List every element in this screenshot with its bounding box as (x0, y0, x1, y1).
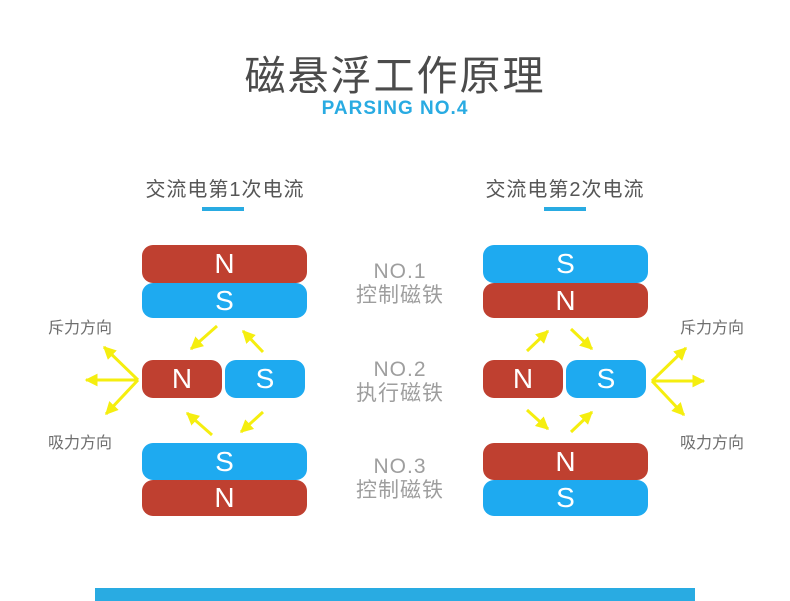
magnet-right-no3-upper: N (483, 443, 648, 480)
magnet-left-no1-lower: S (142, 283, 307, 318)
left-force-fan-arrows (84, 345, 140, 416)
arrow-left-fan-upleft (102, 345, 140, 382)
magnet-left-no2-right: S (225, 360, 305, 398)
arrow-right-upper-down (569, 327, 594, 351)
column-heading-second-current: 交流电第2次电流 (485, 179, 645, 201)
arrow-right-lower-up (569, 410, 594, 434)
arrow-left-upper-up (241, 329, 265, 354)
heading-underline-left (202, 207, 244, 211)
magnet-right-no3-lower: S (483, 480, 648, 516)
page-subtitle: PARSING NO.4 (321, 98, 469, 119)
bottom-divider-bar (95, 588, 695, 601)
arrow-left-lower-up (186, 411, 213, 437)
label-no3-name: 控制磁铁 (356, 479, 444, 502)
magnet-left-no2-left: N (142, 360, 222, 398)
arrow-left-upper-down (190, 324, 218, 351)
magnet-left-no1-upper: N (142, 245, 307, 283)
left-upper-gap-arrows (190, 324, 265, 354)
magnet-right-no1-upper: S (483, 245, 648, 283)
arrow-right-fan-upright (650, 346, 688, 383)
label-no2-name: 执行磁铁 (356, 382, 444, 405)
label-no1-control-magnet: NO.1 控制磁铁 (330, 260, 470, 308)
magnet-right-no1-lower: N (483, 283, 648, 318)
arrow-left-lower-down (239, 410, 265, 434)
magnet-right-no2-right: S (566, 360, 646, 398)
column-heading-first-current: 交流电第1次电流 (145, 179, 305, 201)
magnet-left-no3-upper: S (142, 443, 307, 480)
right-force-fan-arrows (650, 346, 706, 417)
left-lower-gap-arrows (186, 410, 265, 437)
label-no3-control-magnet: NO.3 控制磁铁 (330, 455, 470, 503)
label-no1-name: 控制磁铁 (356, 284, 444, 307)
label-no1-number: NO.1 (373, 260, 427, 283)
arrow-right-lower-down (525, 408, 550, 431)
heading-underline-right (544, 207, 586, 211)
right-repulsion-direction-label: 斥力方向 (679, 320, 744, 337)
arrow-right-fan-downright (650, 379, 686, 417)
label-no2-actuator-magnet: NO.2 执行磁铁 (330, 358, 470, 406)
magnet-left-no3-lower: N (142, 480, 307, 516)
right-attraction-direction-label: 吸力方向 (679, 435, 744, 452)
left-repulsion-direction-label: 斥力方向 (47, 320, 112, 337)
label-no3-number: NO.3 (373, 455, 427, 478)
left-attraction-direction-label: 吸力方向 (47, 435, 112, 452)
magnet-right-no2-left: N (483, 360, 563, 398)
arrow-right-upper-up (525, 329, 550, 353)
arrow-left-fan-downleft (104, 378, 140, 416)
page-title: 磁悬浮工作原理 (244, 53, 546, 99)
right-lower-gap-arrows (525, 408, 594, 434)
right-upper-gap-arrows (525, 327, 594, 353)
label-no2-number: NO.2 (373, 358, 427, 381)
